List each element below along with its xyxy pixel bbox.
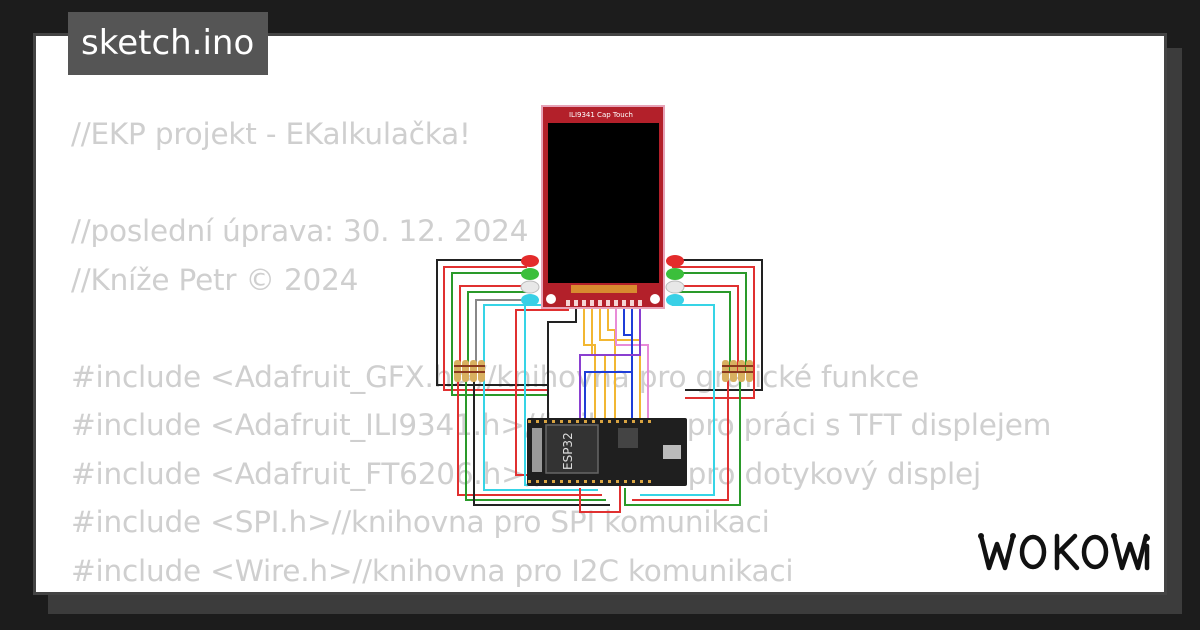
wire — [583, 305, 596, 422]
filename-tab[interactable]: sketch.ino — [68, 12, 269, 75]
wire — [473, 380, 610, 506]
display-label: ILI9341 Cap Touch — [569, 111, 633, 119]
wire — [459, 285, 527, 372]
wire — [465, 380, 606, 501]
wire — [632, 380, 729, 501]
led-group-left — [520, 255, 540, 306]
resistor-bank-left — [454, 360, 485, 382]
wire — [672, 272, 747, 372]
wire — [547, 305, 577, 422]
wire — [436, 259, 548, 386]
wire — [672, 285, 739, 372]
wire — [607, 305, 616, 422]
wire — [584, 305, 633, 422]
wire — [451, 272, 548, 396]
wire — [591, 305, 606, 422]
wire — [672, 291, 731, 372]
wire — [579, 485, 621, 513]
code-line: #include <Wire.h>//knihovna pro I2C komu… — [71, 553, 794, 588]
code-line: //poslední úprava: 30. 12. 2024 — [71, 214, 529, 248]
esp32-label: ESP32 — [561, 432, 575, 470]
code-line: #include <SPI.h>//knihovna pro SPI komun… — [71, 505, 770, 539]
tft-display: ILI9341 Cap Touch — [541, 105, 665, 309]
wire — [672, 266, 755, 399]
wire — [467, 291, 527, 372]
code-line: //EKP projekt - EKalkulačka! — [71, 117, 471, 151]
resistor-bank-right — [722, 360, 753, 382]
wire — [579, 305, 641, 422]
led-group-right — [665, 255, 685, 306]
wire — [457, 380, 602, 496]
wokwi-logo[interactable] — [975, 528, 1150, 576]
wire — [443, 266, 548, 391]
wire — [672, 259, 763, 391]
wire — [475, 299, 527, 372]
code-line: //Kníže Petr © 2024 — [71, 262, 359, 297]
wire — [483, 304, 598, 491]
wire — [624, 380, 741, 506]
wire — [623, 305, 633, 422]
wire — [640, 304, 715, 496]
wire — [599, 305, 641, 422]
code-line: #include <Adafruit_GFX.h>//knihovna pro … — [71, 359, 920, 394]
esp32-board: ESP32 — [527, 418, 687, 486]
